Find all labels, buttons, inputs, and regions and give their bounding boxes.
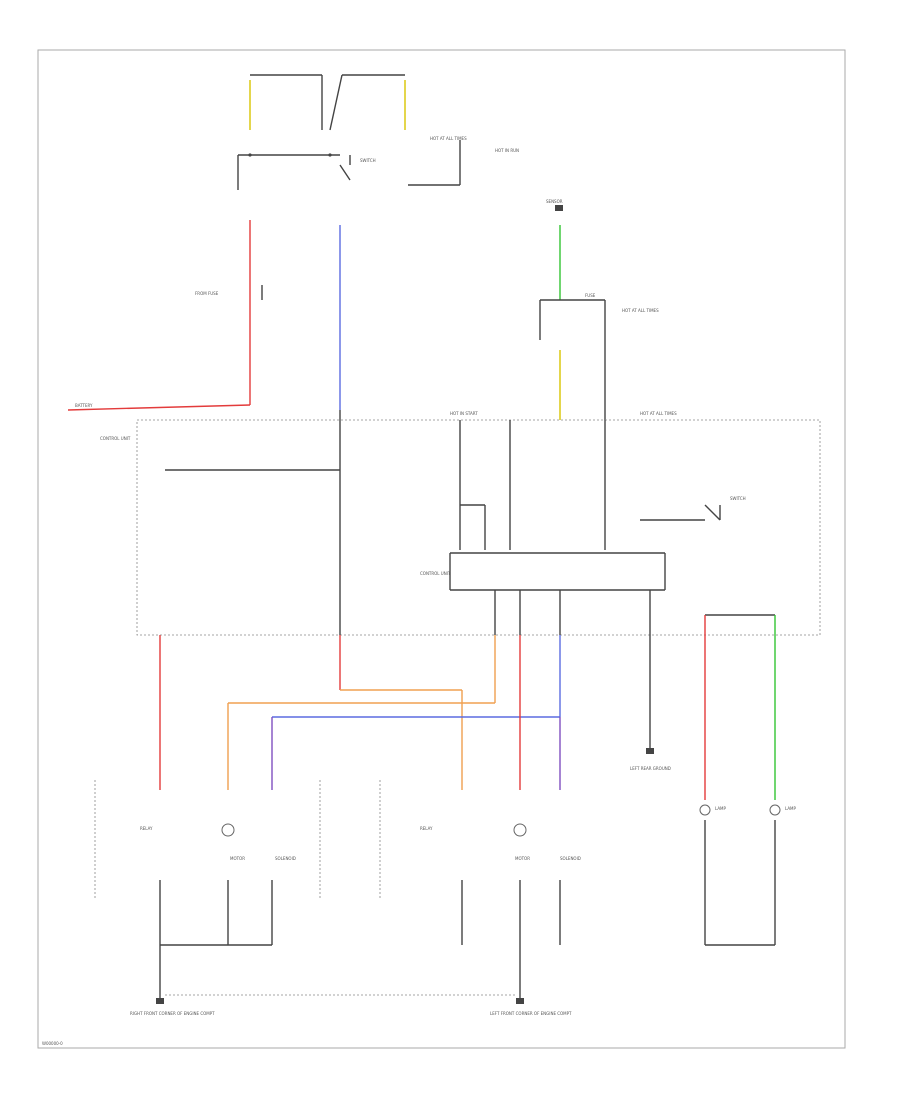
ignition-switch-label: SWITCH: [360, 158, 376, 163]
solenoid-label-left: SOLENOID: [560, 856, 581, 861]
left-front-ground-label: LEFT FRONT CORNER OF ENGINE COMPT: [490, 1011, 572, 1016]
hot-at-all-times-label-3: HOT AT ALL TIMES: [640, 411, 677, 416]
control-unit-internals: SWITCH CONTROL UNIT HOT IN START HOT AT …: [165, 410, 746, 635]
motor-label-left: MOTOR: [515, 856, 530, 861]
lamp-loop: LAMP LAMP: [699, 614, 797, 946]
lamp-label-1: LAMP: [715, 806, 727, 811]
left-rear-ground-label: LEFT REAR GROUND: [630, 766, 671, 771]
lamp-label-2: LAMP: [785, 806, 797, 811]
hot-at-all-times-label-2: HOT AT ALL TIMES: [622, 308, 659, 313]
harness-wires: [159, 635, 561, 790]
diagram-frame: [37, 49, 846, 1049]
relay-label-left: RELAY: [420, 826, 433, 831]
hot-in-run-label: HOT IN RUN: [495, 148, 519, 153]
control-unit-side-label: CONTROL UNIT: [100, 436, 131, 441]
left-rear-ground: LEFT REAR GROUND: [630, 635, 671, 771]
fuse-block: SWITCH HOT AT ALL TIMES HOT IN RUN: [237, 74, 519, 190]
solenoid-label-right: SOLENOID: [275, 856, 296, 861]
relay-label-right: RELAY: [140, 826, 153, 831]
diagram-code: W00000-0: [42, 1041, 63, 1046]
hot-in-start-label: HOT IN START: [450, 411, 478, 416]
brake-switch-label: SWITCH: [730, 496, 746, 501]
sensor-label: SENSOR: [546, 199, 563, 204]
hot-at-all-times-label: HOT AT ALL TIMES: [430, 136, 467, 141]
motor-label-right: MOTOR: [230, 856, 245, 861]
control-unit-box: [136, 419, 821, 636]
fuse-label-top: FUSE: [585, 293, 596, 298]
battery-feed: BATTERY FROM FUSE: [67, 220, 263, 411]
from-fuse-label: FROM FUSE: [195, 291, 219, 296]
battery-label: BATTERY: [75, 403, 93, 408]
left-front-group: RELAY MOTOR SOLENOID LEFT FRONT CORNER O…: [379, 780, 581, 1016]
control-module-label: CONTROL UNIT: [420, 571, 451, 576]
right-front-group: RELAY MOTOR SOLENOID RIGHT FRONT CORNER …: [94, 780, 321, 1016]
sensor-ground-top: SENSOR FUSE HOT AT ALL TIMES: [539, 199, 659, 420]
right-front-ground-label: RIGHT FRONT CORNER OF ENGINE COMPT: [130, 1011, 215, 1016]
